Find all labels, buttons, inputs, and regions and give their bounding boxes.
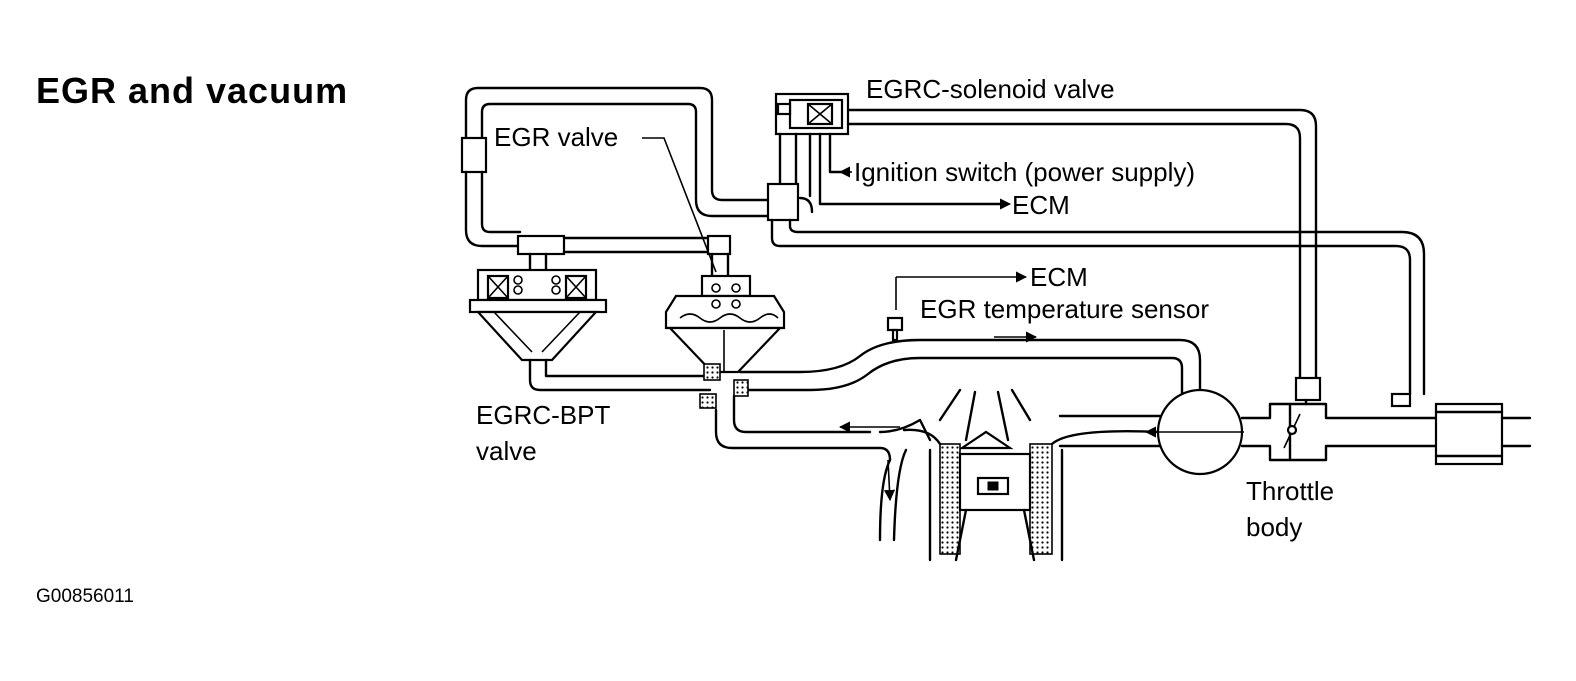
label-egr-valve: EGR valve <box>494 122 618 152</box>
engine-cylinder <box>902 388 1162 562</box>
throttle-body <box>1240 402 1532 466</box>
leader-lines <box>642 137 1028 310</box>
label-egrc-bpt-valve-line1: EGRC-BPT <box>476 400 610 430</box>
label-egrc-solenoid-valve: EGRC-solenoid valve <box>866 74 1115 104</box>
vacuum-hose-top <box>460 86 772 248</box>
label-ignition-switch: Ignition switch (power supply) <box>854 157 1195 187</box>
exhaust-pipe <box>699 363 932 542</box>
label-throttle-body-line1: Throttle <box>1246 476 1334 506</box>
egrc-solenoid-valve <box>774 92 1322 406</box>
label-throttle-body-line2: body <box>1246 512 1302 542</box>
label-ecm-lower: ECM <box>1030 262 1088 292</box>
egrc-bpt-valve <box>468 268 712 392</box>
label-egr-temperature-sensor: EGR temperature sensor <box>920 294 1209 324</box>
egr-passage <box>738 316 1202 398</box>
label-egrc-bpt-valve-line2: valve <box>476 436 537 466</box>
figure-id: G00856011 <box>36 586 134 607</box>
intake-collector <box>1058 388 1244 476</box>
egr-valve <box>664 252 786 374</box>
label-ecm-upper: ECM <box>1012 190 1070 220</box>
page-title: EGR and vacuum <box>36 70 349 111</box>
vacuum-hose-solenoid-lower <box>766 182 1426 408</box>
